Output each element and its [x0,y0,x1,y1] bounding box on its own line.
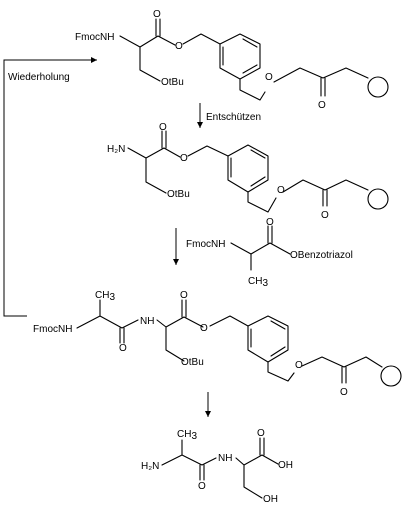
deprotection-step: Entschützen [197,103,261,128]
linker-bonds [209,315,383,382]
carbonyl-o-label: O [153,9,161,20]
product-dipeptide: H₂N CH3 O NH O OH OH [141,428,293,505]
resin-bead [367,76,389,98]
reagent-fmoc-nh-label: FmocNH [186,239,225,250]
deprotection-label: Entschützen [206,112,261,123]
ketone-o-label: O [318,100,326,111]
product-nh-label: NH [218,453,232,464]
ketone-bond [341,366,347,384]
product-acid-o-label: O [257,428,265,439]
ketone-o-label: O [340,387,348,398]
resin-bead [367,188,389,210]
reagent-bonds [230,242,291,271]
ether-o-label: O [277,185,285,196]
linker-bonds [187,145,369,213]
product-acid-oh-label: OH [278,460,293,471]
carbonyl-bond [155,18,161,37]
ketone-bond [322,189,328,207]
carbonyl-o-label: O [159,122,167,133]
compound-fmoc-ala-ser-resin: FmocNH CH3 O NH O O OtBu O O [33,290,402,398]
amide-carbonyl-bond [119,327,125,344]
repeat-label: Wiederholung [8,72,70,83]
product-amide-carbonyl-bond [199,464,205,481]
ester-o-label: O [180,153,188,164]
product-serine-bonds [235,454,279,499]
backbone-bonds [119,35,176,82]
ether-o-label: O [295,360,303,371]
reagent-carbonyl-bond [267,225,273,244]
ester-o-label: O [175,41,183,52]
compound-fmoc-ser-resin: FmocNH O O OtBu O O [75,9,389,111]
benzene-ring [247,315,289,363]
compound-ser-resin: H₂N O O OtBu O O [107,122,389,221]
resin-bead [380,365,402,387]
benzene-ring [227,144,269,193]
product-acid-carbonyl-bond [259,437,265,456]
side-chain-label: OtBu [161,77,184,88]
ester-o-label: O [200,323,208,334]
product-alanine-bonds [161,439,217,466]
serine-bonds [156,316,204,362]
methyl-label: CH3 [95,290,115,303]
product-amine-label: H₂N [141,461,159,472]
fmoc-nh-label: FmocNH [75,32,114,43]
side-chain-label: OtBu [167,189,190,200]
carbonyl-o-label: O [180,290,188,301]
ketone-o-label: O [321,210,329,221]
ester-carbonyl-bond [181,299,187,318]
coupling-step: FmocNH O OBenzotriazol CH3 [173,217,353,289]
benzene-ring [219,33,261,80]
repeat-loop: Wiederholung [3,57,97,317]
amide-o-label: O [119,343,127,354]
alanine-bonds [76,299,139,329]
product-methyl-label: CH3 [177,429,197,442]
amine-label: H₂N [107,144,125,155]
nh-label: NH [140,316,154,327]
product-amide-o-label: O [198,481,206,492]
ketone-bond [320,77,326,97]
reagent-activated-ester-label: OBenzotriazol [290,250,353,261]
backbone-bonds [127,147,181,194]
repeat-arrow [3,57,97,317]
side-chain-label: OtBu [181,357,204,368]
fmoc-nh-label: FmocNH [33,324,72,335]
reagent-carbonyl-o-label: O [266,217,274,228]
linker-bonds [182,33,369,101]
reagent-methyl-label: CH3 [248,276,268,289]
product-hydroxyl-label: OH [263,494,278,505]
ether-o-label: O [265,72,273,83]
carbonyl-bond [161,130,167,149]
